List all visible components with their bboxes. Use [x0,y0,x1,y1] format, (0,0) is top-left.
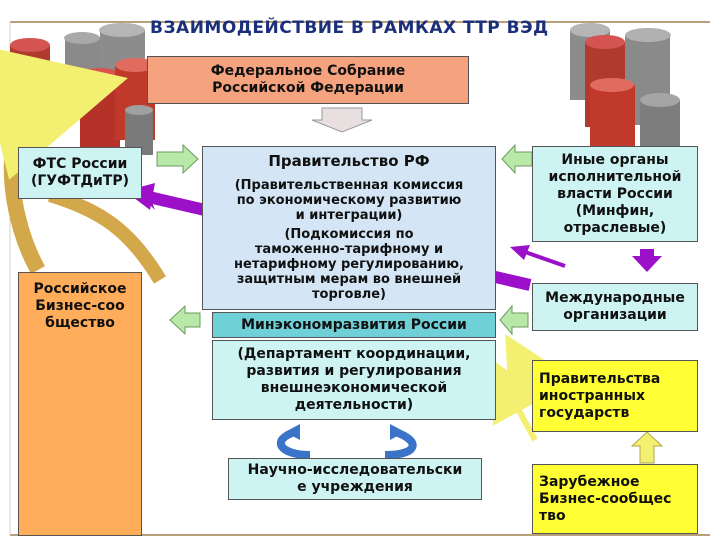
diagram-title: ВЗАИМОДЕЙСТВИЕ В РАМКАХ ТТР ВЭД [150,18,549,38]
curved-arrow-to-parliament [0,44,128,180]
government-commission-main: (Правительственная комиссия по экономиче… [234,178,464,223]
coin-stacks-right [570,23,680,165]
arrow-other-bodies-to-government [501,143,533,175]
ministry-label: Минэкономразвития России [241,316,467,333]
russian-business-label: Российское Бизнес-соо бщество [33,281,127,331]
yellow-arrow-foreign-gov-to-ministry [490,358,546,442]
arrow-fts-to-government [156,143,199,175]
other-bodies-node: Иные органы исполнительной власти России… [532,146,698,242]
government-node: Правительство РФ (Правительственная коми… [202,146,496,310]
gold-arrow-fts-to-ministry [47,188,167,284]
government-commission-sub: (Подкомиссия по таможенно-тарифному и не… [234,227,464,302]
coin-stacks-left [10,23,155,165]
arrow-ministry-to-business [169,304,201,336]
government-title: Правительство РФ [268,152,430,170]
federal-assembly-node: Федеральное Собрание Российской Федераци… [147,56,469,104]
foreign-business-label: Зарубежное Бизнес-сообщес тво [539,473,672,524]
fts-label: ФТС России (ГУФТДиТР) [30,156,130,189]
circular-arrow-right [384,428,417,459]
department-label: (Департамент координации, развития и рег… [237,346,471,413]
purple-arrow-other-to-intl [632,249,662,272]
research-node: Научно-исследовательски е учреждения [228,458,482,500]
foreign-business-node: Зарубежное Бизнес-сообщес тво [532,464,698,534]
arrow-intl-to-ministry [499,304,529,336]
purple-arrow-other-to-government [524,250,566,268]
department-node: (Департамент координации, развития и рег… [212,340,496,420]
russian-business-node: Российское Бизнес-соо бщество [18,272,142,536]
federal-assembly-label: Федеральное Собрание Российской Федераци… [210,63,406,96]
foreign-governments-label: Правительства иностранных государств [539,370,661,421]
circular-arrow-left [277,428,311,459]
research-label: Научно-исследовательски е учреждения [247,462,463,495]
other-bodies-label: Иные органы исполнительной власти России… [548,151,682,236]
yellow-arrow-foreign-business-to-gov [630,431,664,464]
foreign-governments-node: Правительства иностранных государств [532,360,698,432]
international-orgs-node: Международные организации [532,283,698,331]
fts-node: ФТС России (ГУФТДиТР) [18,147,142,199]
arrow-parliament-to-government [311,107,373,133]
international-orgs-label: Международные организации [545,290,685,323]
ministry-node: Минэкономразвития России [212,312,496,338]
